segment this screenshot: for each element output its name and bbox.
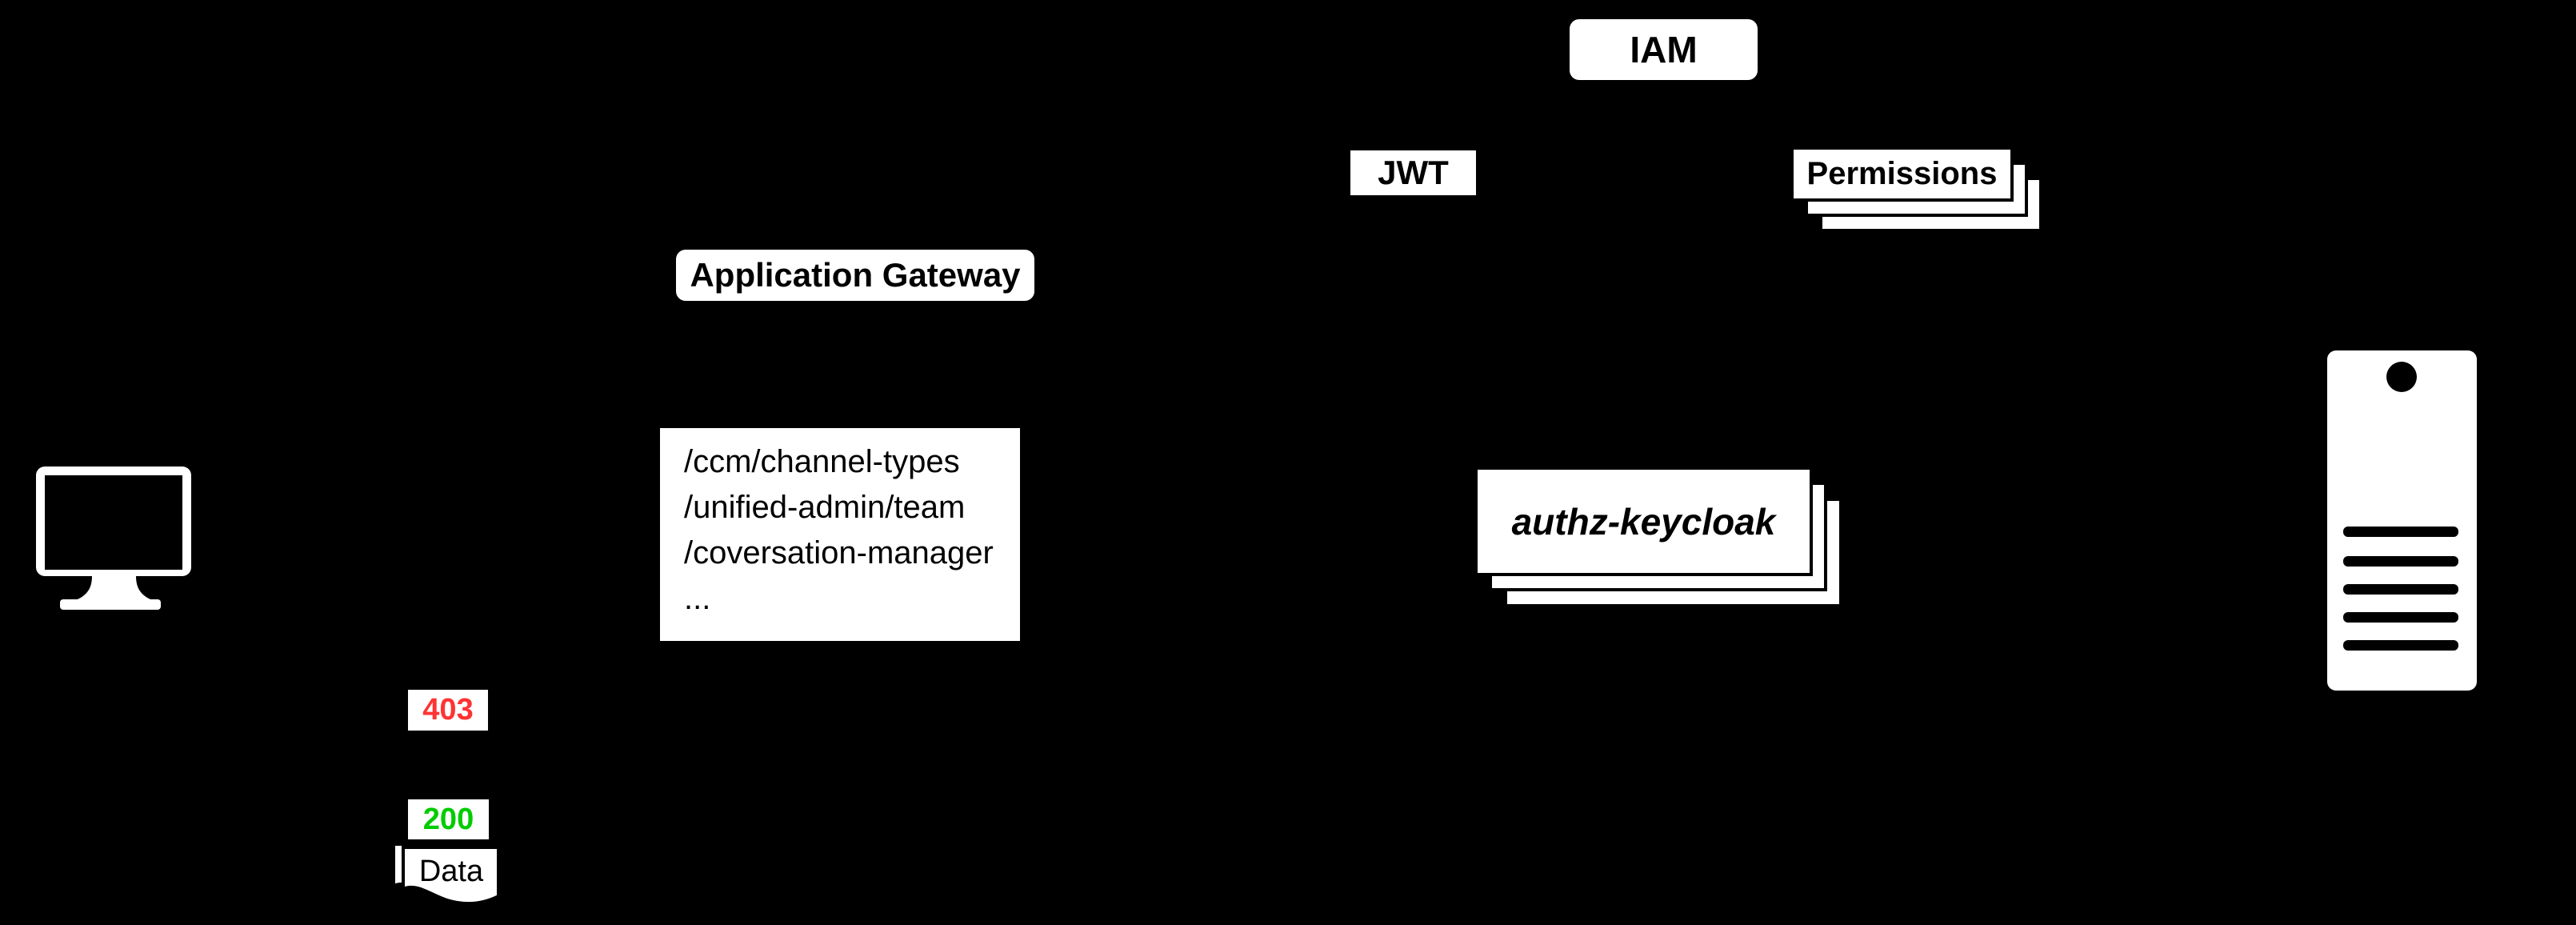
route-line: /coversation-manager: [684, 535, 994, 571]
route-line: /ccm/channel-types: [684, 444, 960, 479]
status-200-badge: 200: [408, 799, 489, 839]
monitor-icon: [36, 467, 191, 610]
route-line: ...: [684, 581, 711, 616]
data-document-label: Data: [418, 855, 484, 888]
jwt-node: JWT: [1350, 150, 1476, 195]
authz-keycloak-node: authz-keycloak: [1474, 467, 1813, 576]
permissions-stack: Permissions: [1790, 146, 2042, 232]
routes-box: /ccm/channel-types /unified-admin/team /…: [660, 428, 1020, 641]
status-403-badge: 403: [408, 690, 488, 731]
iam-node: IAM: [1570, 19, 1758, 80]
authz-keycloak-stack: authz-keycloak: [1474, 467, 1842, 608]
data-document-icon: [392, 843, 500, 906]
application-gateway-node: Application Gateway: [676, 250, 1034, 301]
permissions-node: Permissions: [1790, 146, 2014, 202]
route-line: /unified-admin/team: [684, 490, 966, 525]
server-icon: [2327, 350, 2477, 691]
